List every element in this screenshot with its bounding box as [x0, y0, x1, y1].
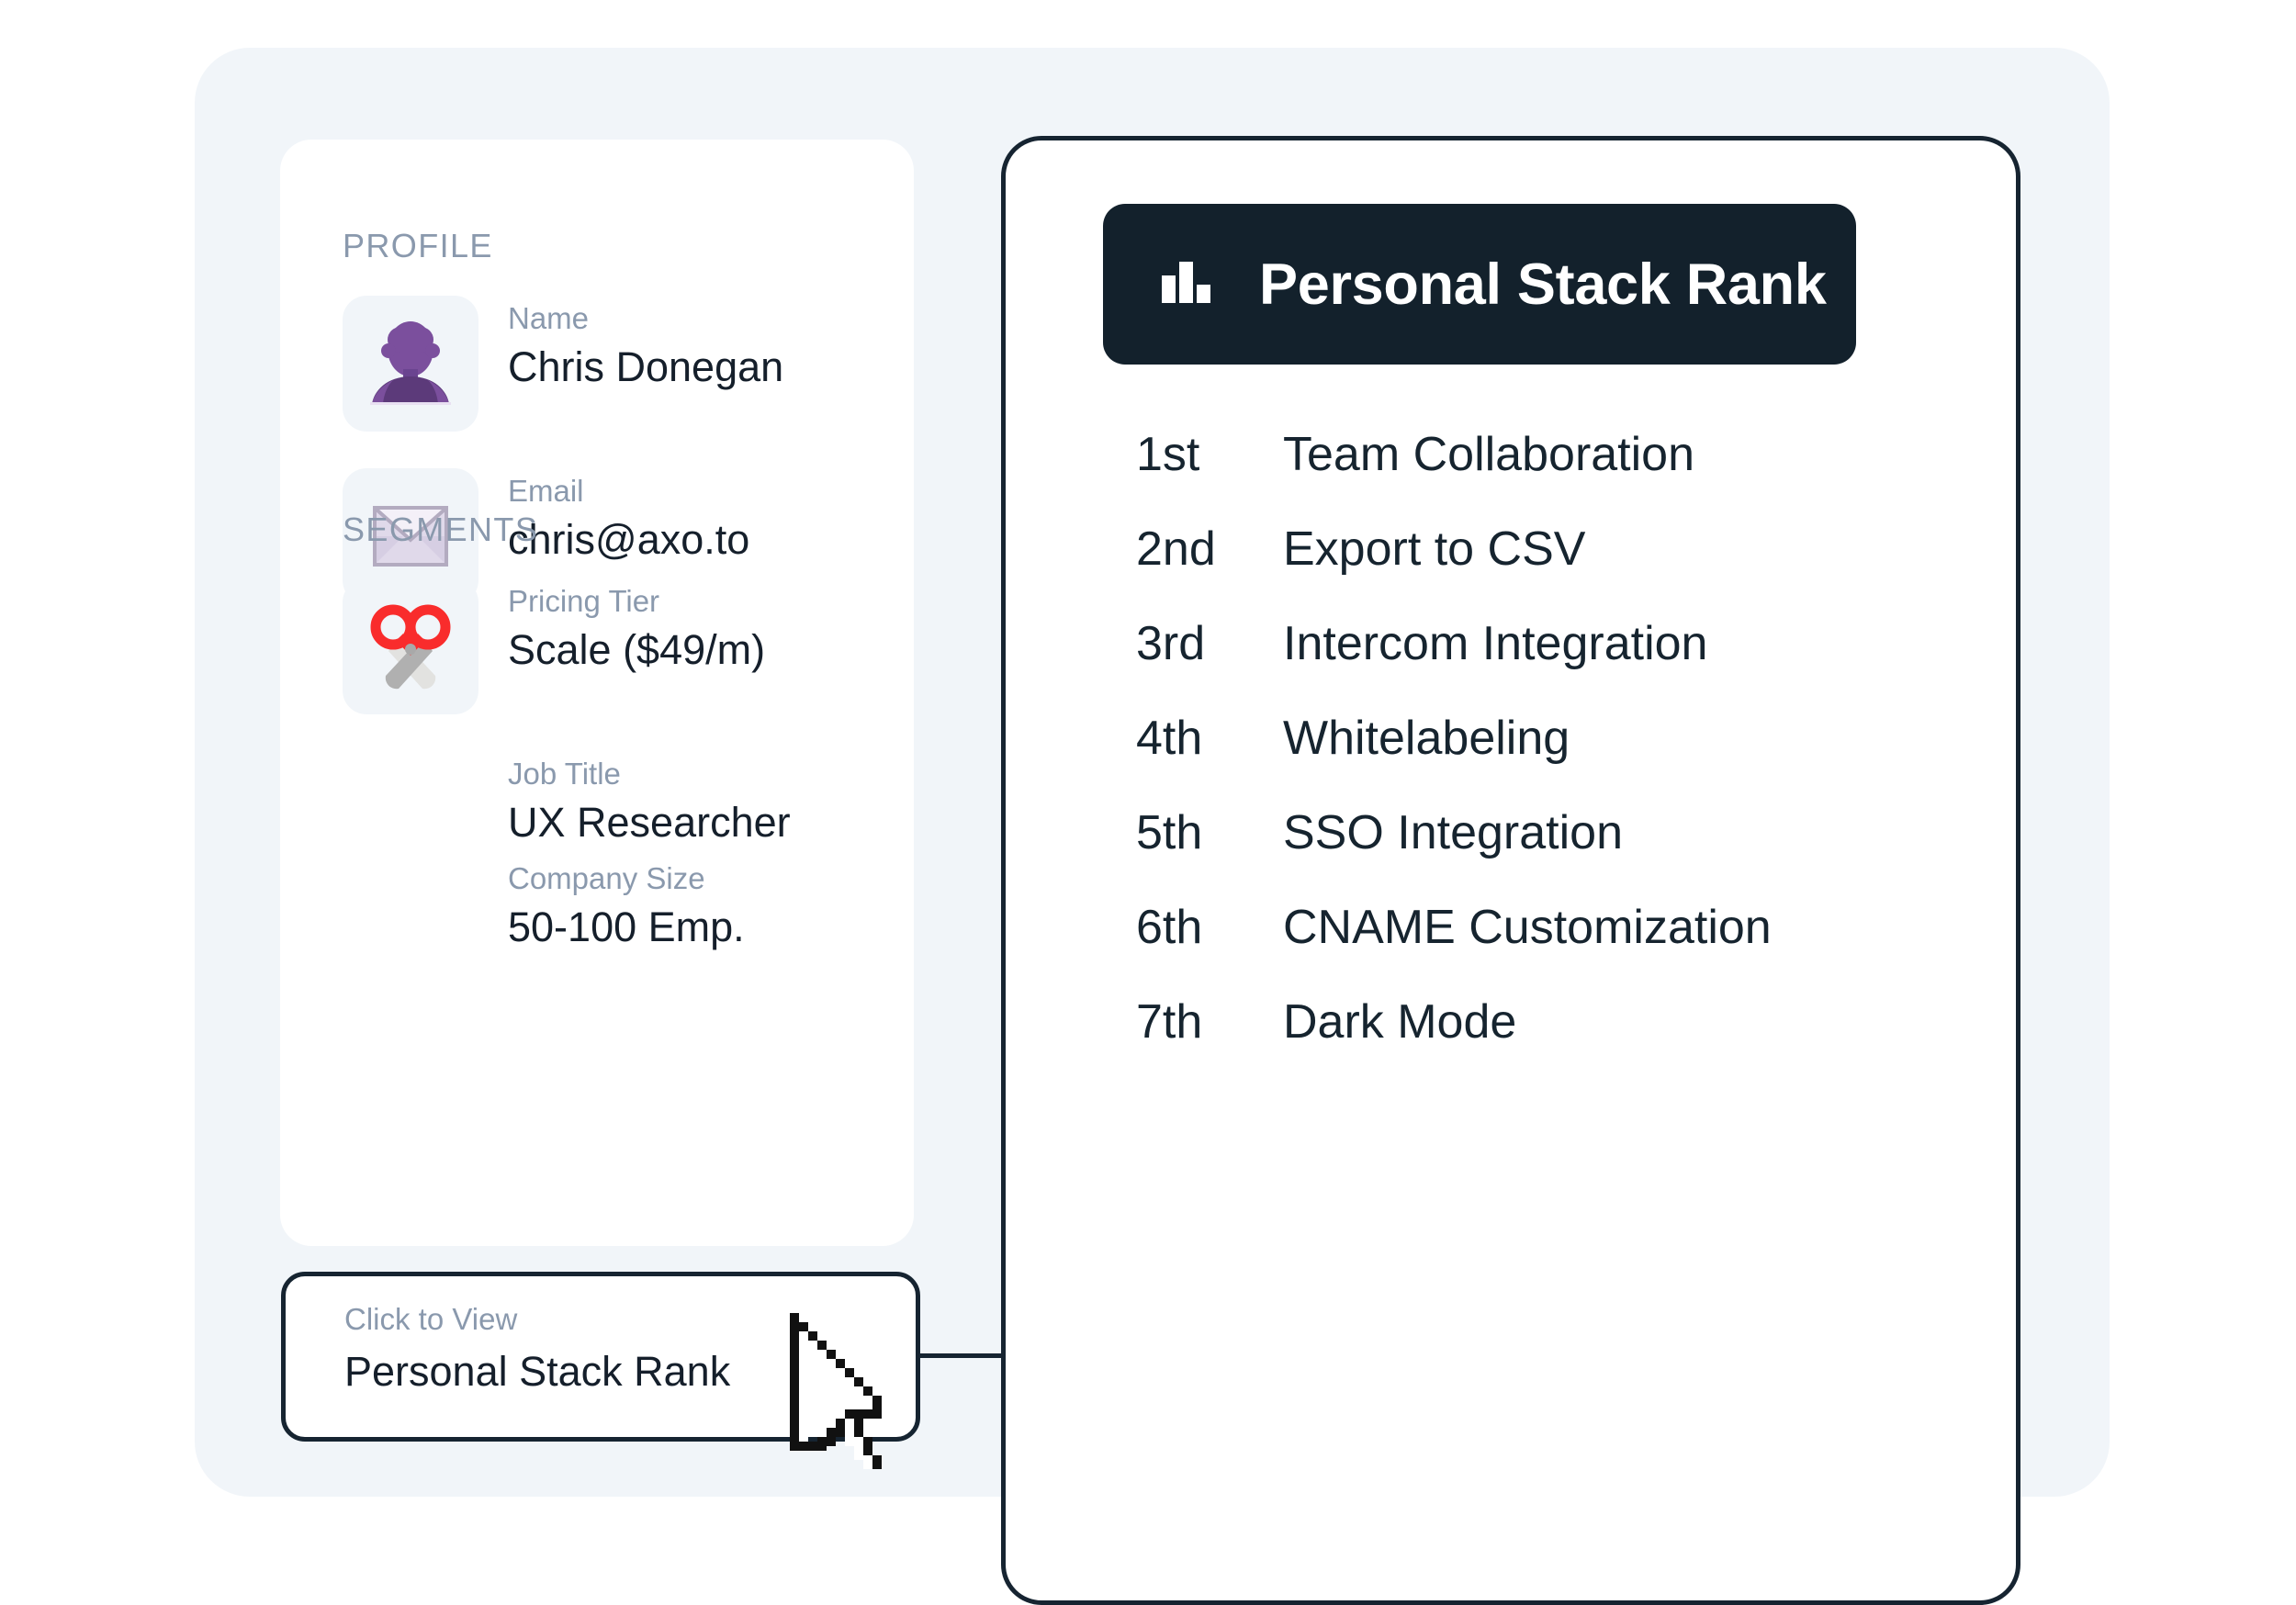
ranking-label: Team Collaboration — [1283, 427, 1695, 481]
ranking-label: CNAME Customization — [1283, 900, 1772, 954]
field-value-job-title: UX Researcher — [508, 799, 791, 847]
ranking-position: 4th — [1136, 711, 1203, 765]
ranking-label: Intercom Integration — [1283, 616, 1708, 670]
stack-rank-detail-panel: Personal Stack Rank 1st Team Collaborati… — [1001, 136, 2020, 1605]
field-label-name: Name — [508, 301, 590, 335]
ranking-row[interactable]: 7th Dark Mode — [1006, 974, 2016, 1069]
ranking-row[interactable]: 2nd Export to CSV — [1006, 501, 2016, 596]
scissors-icon — [343, 578, 478, 714]
ranking-row[interactable]: 6th CNAME Customization — [1006, 880, 2016, 974]
ranking-row[interactable]: 4th Whitelabeling — [1006, 690, 2016, 785]
field-label-company-size: Company Size — [508, 861, 705, 895]
field-text-company-size: Company Size 50-100 Emp. — [508, 859, 745, 953]
field-label-pricing-tier: Pricing Tier — [508, 584, 660, 618]
ranking-row[interactable]: 3rd Intercom Integration — [1006, 596, 2016, 690]
ranking-label: Dark Mode — [1283, 994, 1517, 1049]
field-label-job-title: Job Title — [508, 757, 621, 791]
field-value-email: chris@axo.to — [508, 516, 750, 564]
field-text-email: Email chris@axo.to — [508, 472, 749, 566]
ranking-label: Export to CSV — [1283, 522, 1586, 576]
ranking-list: 1st Team Collaboration 2nd Export to CSV… — [1006, 407, 2016, 1069]
bar-chart-icon — [1158, 253, 1215, 315]
ranking-position: 1st — [1136, 427, 1200, 481]
ranking-position: 2nd — [1136, 522, 1216, 576]
ranking-label: SSO Integration — [1283, 805, 1623, 859]
panel-title-text: Personal Stack Rank — [1259, 252, 1827, 317]
segments-section-heading: SEGMENTS — [343, 511, 539, 548]
field-value-company-size: 50-100 Emp. — [508, 904, 745, 951]
field-text-name: Name Chris Donegan — [508, 299, 783, 393]
ranking-position: 5th — [1136, 805, 1203, 859]
ranking-row[interactable]: 5th SSO Integration — [1006, 785, 2016, 880]
ranking-position: 7th — [1136, 994, 1203, 1049]
click-to-view-card[interactable]: Click to View Personal Stack Rank — [281, 1272, 920, 1442]
field-text-job-title: Job Title UX Researcher — [508, 755, 791, 848]
connector-line — [918, 1353, 1006, 1358]
ranking-position: 6th — [1136, 900, 1203, 954]
click-to-view-value: Personal Stack Rank — [344, 1348, 731, 1395]
profile-section-heading: PROFILE — [343, 227, 493, 264]
field-value-pricing-tier: Scale ($49/m) — [508, 626, 766, 674]
ranking-label: Whitelabeling — [1283, 711, 1570, 765]
field-value-name: Chris Donegan — [508, 343, 784, 391]
field-text-pricing-tier: Pricing Tier Scale ($49/m) — [508, 582, 765, 676]
profile-card: PROFILE Name Chris Donegan — [280, 140, 914, 1246]
ranking-position: 3rd — [1136, 616, 1206, 670]
click-to-view-label: Click to View — [344, 1302, 518, 1336]
user-bust-icon — [343, 296, 478, 432]
ranking-row[interactable]: 1st Team Collaboration — [1006, 407, 2016, 501]
field-label-email: Email — [508, 474, 584, 508]
panel-title-badge: Personal Stack Rank — [1103, 204, 1856, 365]
